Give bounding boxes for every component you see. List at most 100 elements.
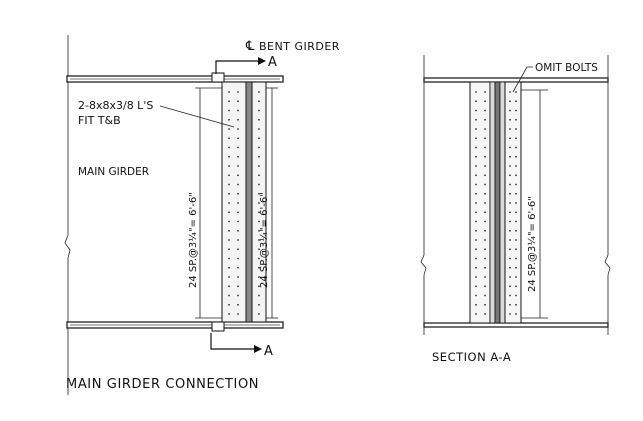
rivet — [509, 303, 511, 306]
rivet — [475, 192, 477, 195]
rivet — [237, 183, 239, 186]
rivet — [515, 285, 517, 288]
main-girder-label: MAIN GIRDER — [78, 166, 149, 178]
rivet — [509, 118, 511, 121]
rivet — [237, 239, 239, 241]
rivet — [475, 109, 477, 112]
rivet — [515, 266, 517, 269]
rivet — [228, 248, 230, 251]
rivet — [237, 109, 239, 112]
girder-web-end — [245, 81, 253, 323]
rivet — [509, 100, 511, 103]
section-angle-right-leg — [499, 81, 506, 324]
rivet — [258, 146, 260, 149]
rivet — [484, 174, 486, 177]
rivet — [475, 266, 477, 269]
rivet-pattern-elevation — [228, 91, 260, 315]
rivet — [484, 146, 486, 149]
rivet — [484, 183, 486, 186]
rivet — [258, 192, 260, 195]
rivet — [484, 276, 486, 278]
rivet — [258, 155, 260, 158]
rivet — [237, 211, 239, 214]
rivet — [475, 128, 477, 130]
rivet — [475, 100, 477, 103]
section-view: 24 SP.@3¼"= 6'-6" OMIT BOLTS SECTION A-A — [420, 55, 611, 364]
rivet — [509, 285, 511, 288]
rivet — [237, 248, 239, 251]
rivet — [475, 202, 477, 204]
rivet — [484, 118, 486, 121]
rivet — [515, 257, 517, 260]
rivet — [484, 137, 486, 140]
rivet — [237, 229, 239, 232]
rivet — [515, 239, 517, 241]
rivet — [484, 257, 486, 260]
rivet — [237, 220, 239, 223]
rivet — [237, 257, 239, 260]
rivet — [228, 109, 230, 112]
angles-callout-line2: FIT T&B — [78, 114, 121, 127]
rivet — [228, 91, 230, 93]
rivet — [237, 202, 239, 204]
section-bottom-flange — [423, 322, 609, 328]
main-title: MAIN GIRDER CONNECTION — [66, 377, 259, 392]
rivet — [509, 146, 511, 149]
rivet — [228, 211, 230, 214]
centerline-symbol: ℄ — [245, 39, 255, 54]
rivet — [509, 91, 511, 93]
rivet — [515, 128, 517, 130]
section-web — [494, 81, 501, 324]
omit-bolts-leader — [512, 66, 533, 93]
rivet — [258, 100, 260, 103]
rivet — [258, 91, 260, 93]
rivet — [258, 229, 260, 232]
rivet — [515, 313, 517, 315]
rivet — [509, 266, 511, 269]
rivet — [509, 128, 511, 130]
rivet — [258, 137, 260, 140]
rivet — [484, 155, 486, 158]
rivet — [258, 174, 260, 177]
rivet-pattern-section — [475, 91, 517, 315]
angles-leader-line — [159, 105, 235, 128]
rivet — [515, 303, 517, 306]
rivet — [484, 165, 486, 167]
rivet — [228, 239, 230, 241]
rivet — [509, 257, 511, 260]
rivet — [228, 183, 230, 186]
rivet — [509, 183, 511, 186]
rivet — [475, 211, 477, 214]
rivet — [228, 100, 230, 103]
rivet — [509, 192, 511, 195]
rivet — [228, 118, 230, 121]
rivet — [515, 146, 517, 149]
section-top-flange — [423, 77, 609, 83]
rivet — [475, 91, 477, 93]
rivet — [475, 165, 477, 167]
rivet — [515, 248, 517, 251]
rivet — [258, 128, 260, 130]
bent-girder-label: BENT GIRDER — [259, 40, 340, 53]
rivet — [484, 285, 486, 288]
section-cut-top-letter: A — [268, 55, 277, 70]
rivet — [484, 211, 486, 214]
rivet — [509, 174, 511, 177]
rivet — [237, 155, 239, 158]
rivet — [515, 165, 517, 167]
rivet — [509, 137, 511, 140]
rivet — [475, 174, 477, 177]
rivet — [228, 165, 230, 167]
rivet — [237, 128, 239, 130]
rivet — [515, 220, 517, 223]
rivet — [228, 146, 230, 149]
rivet — [237, 294, 239, 297]
rivet — [509, 294, 511, 297]
spacing-label-left-a: 24 SP.@3¼"= 6'-6" — [187, 192, 199, 288]
rivet — [237, 137, 239, 140]
rivet — [237, 303, 239, 306]
rivet — [509, 229, 511, 232]
rivet — [515, 155, 517, 158]
rivet — [237, 276, 239, 278]
rivet — [484, 294, 486, 297]
